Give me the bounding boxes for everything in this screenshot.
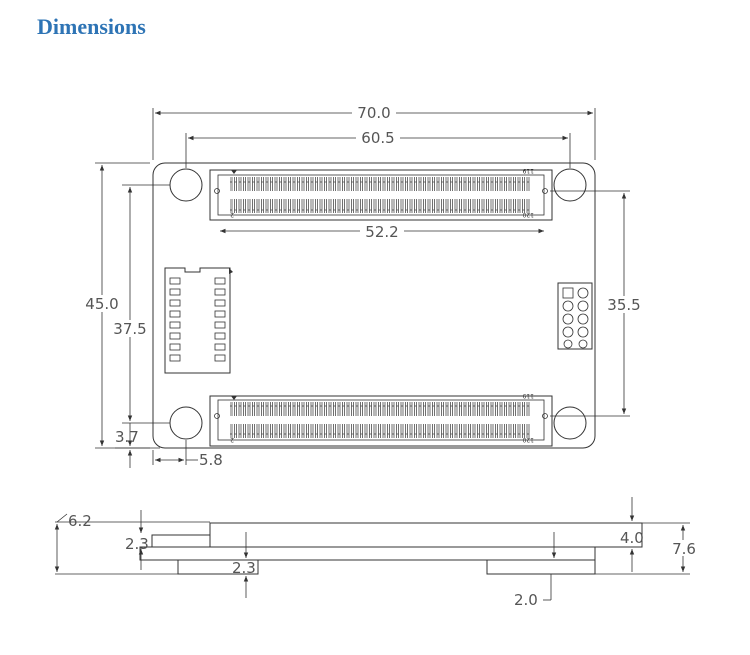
pin-header <box>557 282 593 350</box>
dim-label-2-3-lower: 2.3 <box>232 559 256 577</box>
dim-label-7-6: 7.6 <box>672 540 696 558</box>
dim-hole-offset-x: 5.8 <box>152 440 223 469</box>
board-outline <box>152 162 596 449</box>
mounting-hole-bottom-left <box>169 406 203 440</box>
dim-label-70: 70.0 <box>357 104 390 122</box>
dim-total-height: 7.6 <box>595 522 700 575</box>
dim-lower-connector-height: 2.3 <box>232 532 256 598</box>
dim-hole-offset-y: 3.7 <box>115 423 160 468</box>
dim-hole-spacing-x: 60.5 <box>185 129 571 168</box>
pin-label-120-top: 120 <box>522 211 534 218</box>
dim-label-45: 45.0 <box>85 295 118 313</box>
dim-hole-spacing-y: 37.5 <box>108 184 170 424</box>
top-connector: 119 120 2 <box>209 167 553 221</box>
upper-component <box>209 522 643 548</box>
dim-label-52-2: 52.2 <box>365 223 398 241</box>
bottom-connector: 119 120 2 <box>209 392 553 447</box>
mounting-hole-bottom-right <box>553 406 587 440</box>
dim-overall-height: 45.0 <box>80 162 150 449</box>
dim-connector-length: 52.2 <box>220 222 544 241</box>
dim-right-offset: 2.0 <box>514 573 560 609</box>
pcb-board <box>139 546 596 561</box>
pin-label-120-bottom: 120 <box>522 436 534 443</box>
bottom-left-connector <box>177 559 259 575</box>
dim-component-height: 4.0 <box>551 497 644 572</box>
dim-left-offset: 6.2 <box>54 512 210 575</box>
dim-label-37-5: 37.5 <box>113 320 146 338</box>
dim-label-6-2: 6.2 <box>68 512 92 530</box>
dim-label-35-5: 35.5 <box>607 296 640 314</box>
left-spacer-top <box>151 534 211 548</box>
top-view: 119 120 2 119 120 2 <box>80 104 646 469</box>
dim-connector-height: 2.3 <box>125 510 149 570</box>
ic-chip <box>164 267 233 374</box>
dim-label-3-7: 3.7 <box>115 428 139 446</box>
dim-label-2-0: 2.0 <box>514 591 538 609</box>
dim-overall-width: 70.0 <box>152 104 596 160</box>
side-view: 6.2 2.3 2.3 4.0 7.6 <box>54 497 700 609</box>
dim-right-spacing: 35.5 <box>550 190 646 417</box>
pin-label-2-top: 2 <box>230 211 234 218</box>
mounting-hole-top-right <box>553 168 587 202</box>
pin-label-2-bottom: 2 <box>230 436 234 443</box>
dim-label-5-8: 5.8 <box>199 451 223 469</box>
pin-label-119-top: 119 <box>522 167 534 174</box>
dim-label-4-0: 4.0 <box>620 529 644 547</box>
page-title: Dimensions <box>37 14 146 39</box>
dim-label-60-5: 60.5 <box>361 129 394 147</box>
mounting-hole-top-left <box>169 168 203 202</box>
bottom-right-connector <box>486 559 596 575</box>
dim-label-2-3-upper: 2.3 <box>125 535 149 553</box>
pin-label-119-bottom: 119 <box>522 392 534 399</box>
